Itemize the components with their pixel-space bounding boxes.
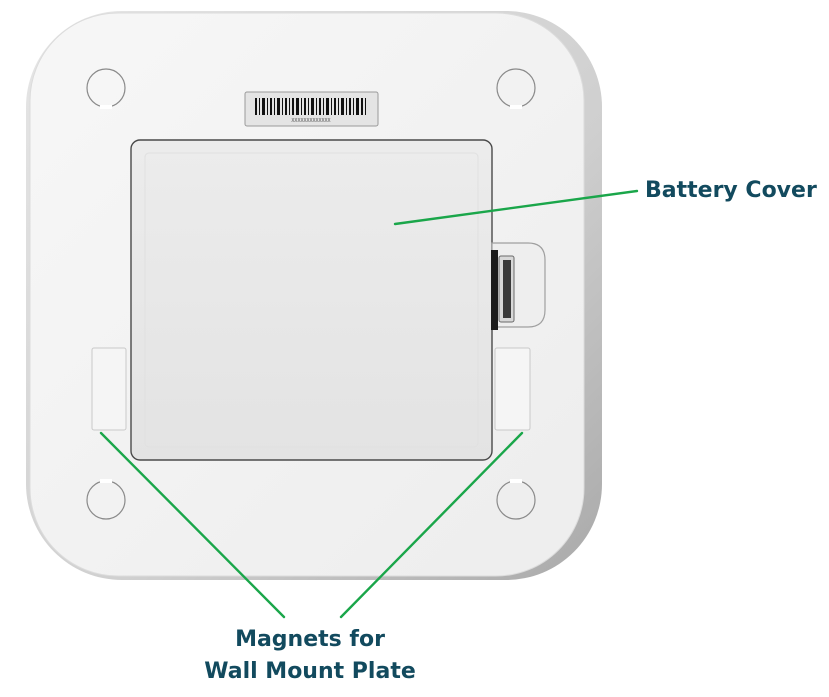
magnet-pad-right: [494, 347, 531, 431]
magnets-label-line1: Magnets for: [235, 627, 385, 652]
barcode-label: XXXXXXXXXXXXX: [244, 91, 379, 127]
magnet-pad-left: [91, 347, 127, 431]
barcode-number: XXXXXXXXXXXXX: [291, 118, 330, 124]
magnets-label-line2: Wall Mount Plate: [204, 659, 416, 684]
battery-cover: [130, 139, 493, 461]
magnet-left-leader-line: [99, 431, 286, 619]
battery-cover-leader-line: [393, 189, 639, 226]
magnets-label: Magnets for Wall Mount Plate: [190, 624, 430, 688]
barcode-bars: [255, 98, 366, 115]
magnet-right-leader-line: [339, 431, 524, 619]
battery-cover-label: Battery Cover: [645, 178, 817, 203]
battery-latch: [491, 242, 546, 330]
battery-cover-inner-edge: [144, 152, 479, 448]
callout-lines: [99, 189, 639, 619]
